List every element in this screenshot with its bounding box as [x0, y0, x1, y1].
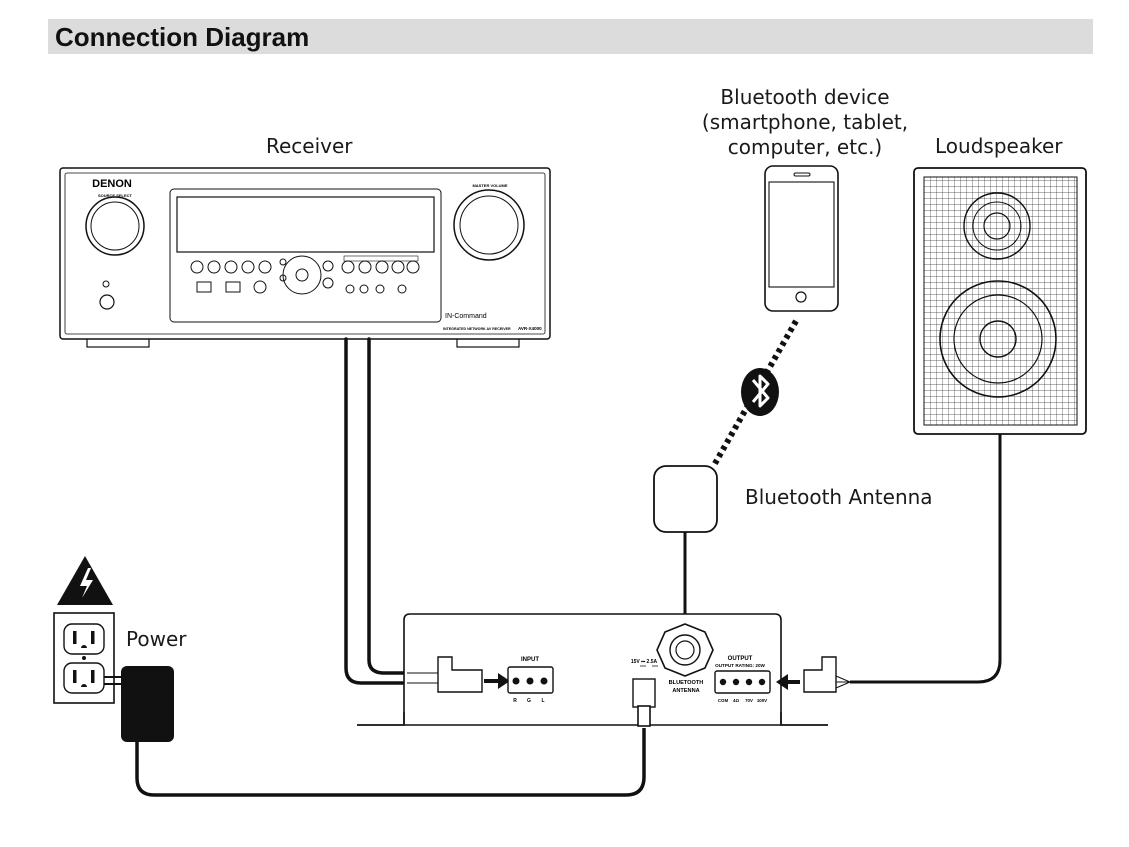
speaker-grille	[923, 176, 1078, 426]
output-pin-com: COM	[718, 698, 729, 703]
power-spec-label: 15V ⎓ 2.5A	[631, 659, 658, 665]
input-pin-l: L	[541, 698, 544, 704]
output-connector: OUTPUT OUTPUT RATING: 20W COM 4Ω 70V 100…	[714, 656, 837, 703]
bluetooth-device-label-line-3: computer, etc.)	[727, 135, 883, 159]
bluetooth-device-label-line-2: (smartphone, tablet,	[701, 110, 909, 134]
input-pin-g: G	[527, 698, 531, 704]
page-title: Connection Diagram	[55, 22, 310, 52]
receiver-label: Receiver	[266, 134, 353, 158]
output-pin-70v: 70V	[745, 698, 753, 703]
source-select-knob	[85, 196, 145, 256]
antenna-port: BLUETOOTH ANTENNA	[656, 623, 714, 694]
warning-icon	[57, 556, 113, 605]
receiver: DENON SOURCE SELECT MASTER VOLUME IN-Com…	[59, 167, 551, 348]
woofer	[939, 280, 1057, 398]
smartphone-screen	[768, 181, 835, 288]
power-cable	[135, 728, 646, 797]
audio-cable	[344, 337, 410, 685]
receiver-model-line: INTEGRATED NETWORK AV RECEIVER	[443, 327, 511, 331]
power-label: Power	[126, 627, 187, 651]
input-label: INPUT	[521, 657, 539, 663]
section-header: Connection Diagram	[48, 19, 1093, 54]
loudspeaker-label: Loudspeaker	[935, 134, 1063, 158]
smartphone	[764, 165, 839, 312]
bluetooth-antenna-label: Bluetooth Antenna	[745, 485, 933, 509]
receiver-brand: DENON	[92, 178, 132, 190]
power-adapter	[104, 666, 174, 742]
output-rating-label: OUTPUT RATING: 20W	[715, 663, 765, 668]
antenna-port-label-1: BLUETOOTH	[669, 680, 704, 686]
receiver-power-button	[99, 294, 115, 310]
input-pin-r: R	[513, 698, 517, 704]
bluetooth-device-label-line-1: Bluetooth device	[720, 85, 890, 109]
receiver-source-select-label: SOURCE SELECT	[98, 193, 133, 198]
tweeter	[963, 192, 1031, 260]
bluetooth-antenna	[653, 465, 718, 625]
loudspeaker	[834, 167, 1087, 689]
speaker-cable	[850, 434, 1002, 684]
input-connector: INPUT R G L	[407, 656, 554, 704]
receiver-master-volume-label: MASTER VOLUME	[472, 183, 507, 188]
receiver-series-label: IN-Command	[445, 313, 487, 320]
output-pin-100v: 100V	[757, 698, 767, 703]
bluetooth-icon	[741, 368, 779, 416]
smartphone-home-button	[795, 291, 807, 303]
wall-outlet	[53, 612, 115, 704]
power-jack: 15V ⎓ 2.5A	[631, 659, 658, 727]
antenna-port-label-2: ANTENNA	[672, 688, 699, 694]
output-label: OUTPUT	[728, 656, 753, 662]
amplifier: INPUT R G L 15V ⎓ 2.5A BLUETOOTH ANTENNA…	[357, 613, 837, 727]
output-pin-4ohm: 4Ω	[733, 698, 739, 703]
receiver-model: AVR-X4000	[518, 326, 542, 331]
master-volume-knob	[453, 189, 525, 261]
